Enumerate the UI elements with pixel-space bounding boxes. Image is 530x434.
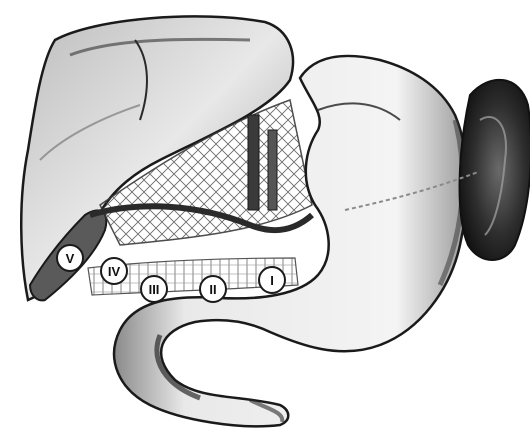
zone-marker-iii: III [140,275,168,303]
zone-marker-ii: II [199,275,227,303]
zone-marker-v: V [56,244,84,272]
spleen-shape [460,80,530,260]
zone-marker-i: I [258,266,286,294]
zone-marker-iv: IV [100,257,128,285]
